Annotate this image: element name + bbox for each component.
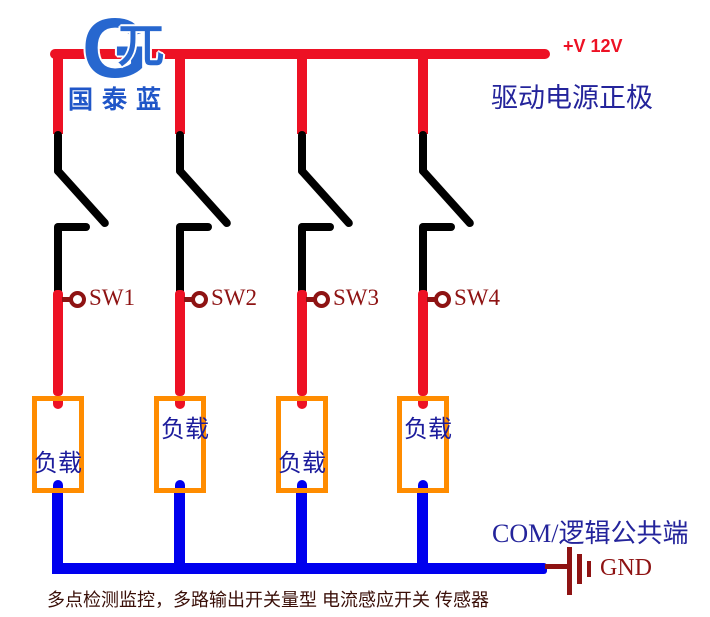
supply-voltage-label: +V 12V <box>563 36 623 56</box>
wire-blue-terminal <box>53 480 63 488</box>
switch-lead-top <box>176 131 184 175</box>
wire-red-top <box>53 54 63 134</box>
switch-label: SW2 <box>211 285 257 310</box>
switch-node-tap <box>306 297 315 302</box>
ground-bar-medium <box>577 554 582 584</box>
switch-lead-top <box>298 131 306 175</box>
load-label: 负载 <box>278 451 326 477</box>
switch-node-tap <box>184 297 193 302</box>
load-label: 负载 <box>34 451 82 477</box>
logo-pi-glyph: 兀 <box>118 19 164 71</box>
switch-node-icon <box>191 291 208 308</box>
wire-red-to-load <box>418 290 428 396</box>
switch-lead-top <box>419 131 427 175</box>
switch-lead-top <box>54 131 62 175</box>
switch-contact <box>55 223 90 231</box>
wire-red-terminal <box>418 401 428 409</box>
product-caption: 多点检测监控，多路输出开关量型 电流感应开关 传感器 <box>47 590 489 610</box>
switch-node-icon <box>69 291 86 308</box>
switch-contact <box>299 223 334 231</box>
wire-red-terminal <box>175 401 185 409</box>
wire-red-top <box>175 54 185 134</box>
switch-label: SW3 <box>333 285 379 310</box>
wire-red-top <box>418 54 428 134</box>
wire-red-terminal <box>297 401 307 409</box>
switch-lead-bottom <box>298 223 306 295</box>
load-label: 负载 <box>404 417 452 443</box>
switch-label: SW4 <box>454 285 500 310</box>
ground-bar-long <box>567 547 572 595</box>
logo-brand-name: 国泰蓝 <box>68 86 171 114</box>
load-box <box>32 396 84 493</box>
wire-blue-terminal <box>418 480 428 488</box>
switch-lead-bottom <box>419 223 427 295</box>
switch-node-icon <box>434 291 451 308</box>
ground-connector-line <box>545 564 569 569</box>
switch-lead-bottom <box>176 223 184 295</box>
wire-red-top <box>297 54 307 134</box>
wire-red-to-load <box>297 290 307 396</box>
wire-blue-to-common <box>174 493 185 574</box>
switch-arm <box>417 165 476 229</box>
wire-blue-terminal <box>175 480 185 488</box>
ground-label: GND <box>600 555 652 581</box>
logo-g-glyph: G <box>82 1 148 95</box>
wire-blue-terminal <box>297 480 307 488</box>
load-box <box>154 396 206 493</box>
switch-contact <box>420 223 455 231</box>
wire-red-terminal <box>53 401 63 409</box>
wire-red-to-load <box>53 290 63 396</box>
common-terminal-label: COM/逻辑公共端 <box>492 519 689 548</box>
wire-blue-to-common <box>52 493 63 574</box>
load-label: 负载 <box>161 417 209 443</box>
switch-contact <box>177 223 212 231</box>
wire-red-to-load <box>175 290 185 396</box>
load-box <box>276 396 328 493</box>
switch-node-tap <box>62 297 71 302</box>
load-box <box>397 396 449 493</box>
ground-bar-short <box>587 561 591 577</box>
switch-node-icon <box>313 291 330 308</box>
wire-blue-to-common <box>296 493 307 574</box>
switch-label: SW1 <box>89 285 135 310</box>
switch-node-tap <box>427 297 436 302</box>
wire-blue-to-common <box>417 493 428 574</box>
switch-lead-bottom <box>54 223 62 295</box>
supply-caption: 驱动电源正极 <box>491 83 653 113</box>
